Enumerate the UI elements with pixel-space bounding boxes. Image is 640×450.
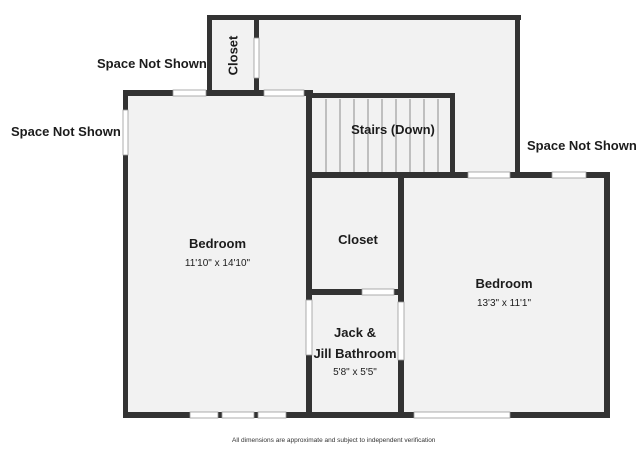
door-closet-bath xyxy=(361,288,395,296)
bathroom-dimensions: 5'8" x 5'5" xyxy=(333,367,377,378)
bathroom-name-line-2: Jill Bathroom xyxy=(313,346,397,361)
bedroom-right-floor xyxy=(402,174,606,415)
window-bedroom-left-bottom-2 xyxy=(221,411,255,419)
floor-areas xyxy=(126,18,606,415)
closet-top-label: Closet xyxy=(225,35,241,76)
bedroom-left-floor xyxy=(126,93,309,415)
space-not-shown-top-label: Space Not Shown xyxy=(97,56,207,71)
bathroom-floor xyxy=(311,294,400,415)
closet-middle-floor xyxy=(311,177,400,292)
window-bedroom-left-bottom-1 xyxy=(189,411,219,419)
door-bedroom-left-bath xyxy=(305,299,313,356)
openings xyxy=(122,37,587,419)
disclaimer-footnote: All dimensions are approximate and subje… xyxy=(232,437,436,444)
closet-middle-label: Closet xyxy=(338,232,378,247)
window-bedroom-right-top-1 xyxy=(467,171,511,179)
window-bedroom-left-top-2 xyxy=(263,89,305,97)
door-bath-bedroom-right xyxy=(397,301,405,361)
bedroom-left-dimensions: 11'10" x 14'10" xyxy=(184,258,251,269)
window-closet-top xyxy=(253,37,260,79)
window-bedroom-left-side xyxy=(122,109,129,156)
bathroom-name-line-1: Jack & xyxy=(334,325,376,340)
window-bedroom-left-bottom-3 xyxy=(257,411,287,419)
space-not-shown-right-label: Space Not Shown xyxy=(527,138,637,153)
window-bedroom-left-top-1 xyxy=(172,89,207,97)
window-bedroom-right-top-2 xyxy=(551,171,587,179)
space-not-shown-left-label: Space Not Shown xyxy=(11,124,121,139)
stairs-label: Stairs (Down) xyxy=(351,122,435,137)
window-bedroom-right-bottom xyxy=(413,411,511,419)
bedroom-left-name: Bedroom xyxy=(188,236,247,251)
stair-treads xyxy=(325,99,439,172)
bedroom-right-name: Bedroom xyxy=(475,276,533,291)
bedroom-right-dimensions: 13'3" x 11'1" xyxy=(476,298,532,309)
